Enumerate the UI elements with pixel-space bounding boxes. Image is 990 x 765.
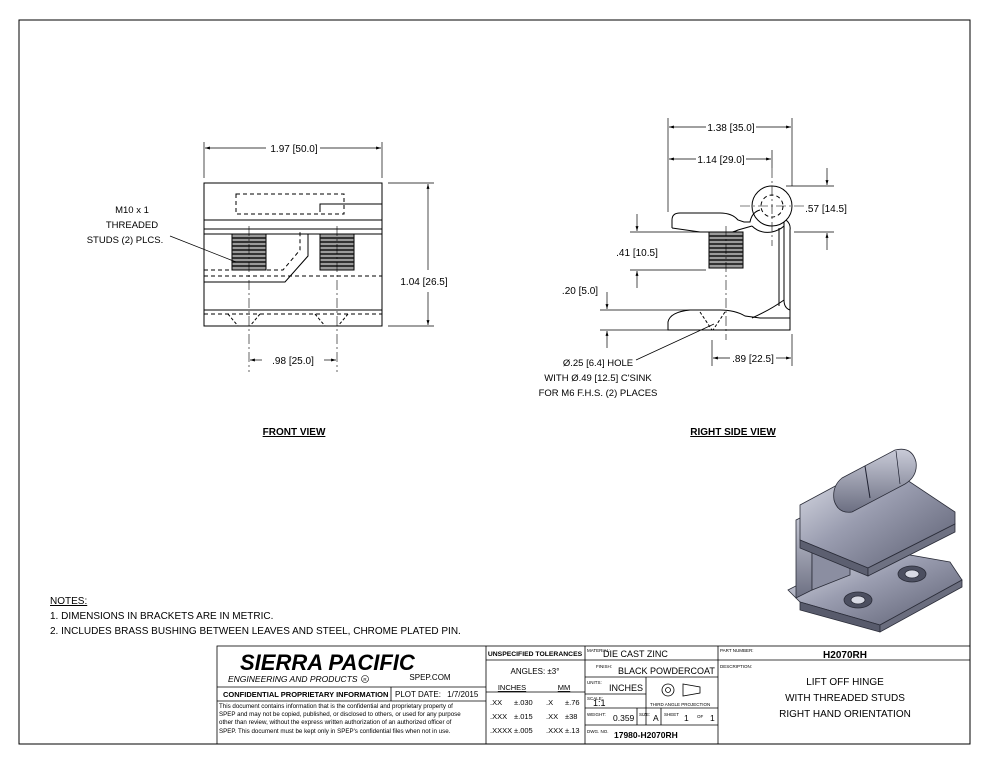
front-dim-stud-spacing: .98 [25.0]	[272, 356, 314, 367]
svg-text:.XXX: .XXX	[546, 726, 563, 735]
svg-text:PART NUMBER:: PART NUMBER:	[720, 648, 754, 653]
side-view	[667, 168, 806, 340]
svg-text:1: 1	[710, 713, 715, 723]
svg-text:1.14 [29.0]: 1.14 [29.0]	[697, 155, 745, 166]
svg-text:Ø.25 [6.4] HOLE: Ø.25 [6.4] HOLE	[563, 358, 633, 369]
svg-text:.XXX: .XXX	[490, 712, 507, 721]
svg-text:.X: .X	[546, 698, 553, 707]
svg-text:THIRD ANGLE PROJECTION: THIRD ANGLE PROJECTION	[650, 702, 710, 707]
side-view-label: RIGHT SIDE VIEW	[690, 427, 776, 438]
svg-text:UNITS:: UNITS:	[587, 680, 602, 685]
svg-text:1: 1	[684, 713, 689, 723]
svg-text:.57 [14.5]: .57 [14.5]	[805, 204, 847, 215]
svg-text:.XX: .XX	[546, 712, 558, 721]
svg-text:WEIGHT:: WEIGHT:	[587, 712, 606, 717]
side-dim-overall: 1.38 [35.0]	[707, 123, 755, 134]
company-logo: SIERRA PACIFIC	[240, 650, 416, 675]
svg-text:MATERIAL:: MATERIAL:	[587, 648, 610, 653]
tolerance-block: UNSPECIFIED TOLERANCES ANGLES: ±3° INCHE…	[488, 651, 583, 735]
svg-text:STUDS (2) PLCS.: STUDS (2) PLCS.	[87, 235, 164, 246]
drawing-number: 17980-H2070RH	[614, 730, 678, 740]
hole-callout: Ø.25 [6.4] HOLE WITH Ø.49 [12.5] C'SINK …	[539, 358, 658, 399]
svg-text:±.015: ±.015	[514, 712, 533, 721]
company-block: SIERRA PACIFIC ENGINEERING AND PRODUCTS …	[223, 650, 479, 699]
description-line-3: RIGHT HAND ORIENTATION	[779, 709, 911, 720]
front-view	[203, 182, 383, 372]
note-item: 1. DIMENSIONS IN BRACKETS ARE IN METRIC.	[50, 611, 274, 622]
side-dimensions	[600, 118, 834, 366]
title-block	[216, 645, 971, 745]
svg-text:SCALE:: SCALE:	[587, 696, 603, 701]
svg-text:1.04 [26.5]: 1.04 [26.5]	[400, 277, 448, 288]
svg-text:1.38 [35.0]: 1.38 [35.0]	[707, 123, 755, 134]
svg-text:.98 [25.0]: .98 [25.0]	[272, 356, 314, 367]
units-value: INCHES	[609, 683, 643, 693]
part-number: H2070RH	[823, 650, 867, 661]
svg-text:FINISH:: FINISH:	[596, 664, 612, 669]
front-view-label: FRONT VIEW	[263, 427, 326, 438]
svg-text:DESCRIPTION:: DESCRIPTION:	[720, 664, 752, 669]
svg-text:±38: ±38	[565, 712, 577, 721]
svg-text:R: R	[363, 677, 367, 682]
material-block: MATERIAL: DIE CAST ZINC FINISH: BLACK PO…	[587, 648, 715, 740]
svg-text:SHEET: SHEET	[664, 712, 679, 717]
company-subtitle: ENGINEERING AND PRODUCTS	[228, 674, 358, 684]
svg-text:.20 [5.0]: .20 [5.0]	[562, 286, 598, 297]
svg-text:UNSPECIFIED TOLERANCES: UNSPECIFIED TOLERANCES	[488, 651, 583, 658]
confidential-text: This document contains information that …	[219, 703, 461, 735]
svg-text:ANGLES: ±3°: ANGLES: ±3°	[511, 667, 560, 676]
company-website: SPEP.COM	[409, 673, 451, 682]
svg-text:MM: MM	[558, 683, 571, 692]
svg-text:SIZE:: SIZE:	[639, 712, 650, 717]
side-dim-pin: 1.14 [29.0]	[697, 155, 745, 166]
size-value: A	[653, 713, 659, 723]
svg-text:±.13: ±.13	[565, 726, 580, 735]
svg-text:.41 [10.5]: .41 [10.5]	[616, 248, 658, 259]
svg-text:.XX: .XX	[490, 698, 502, 707]
hinge-isometric-render	[787, 448, 963, 633]
weight-value: 0.359	[613, 713, 635, 723]
svg-text:1.97 [50.0]: 1.97 [50.0]	[270, 144, 318, 155]
front-dimensions	[169, 142, 434, 362]
svg-text:±.005: ±.005	[514, 726, 533, 735]
note-item: 2. INCLUDES BRASS BUSHING BETWEEN LEAVES…	[50, 626, 461, 637]
svg-text:THREADED: THREADED	[106, 220, 158, 231]
plot-date: PLOT DATE: 1/7/2015	[395, 690, 479, 699]
svg-text:.XXXX: .XXXX	[490, 726, 512, 735]
svg-text:±.76: ±.76	[565, 698, 580, 707]
svg-text:±.030: ±.030	[514, 698, 533, 707]
side-dim-hole: .89 [22.5]	[732, 354, 774, 365]
svg-text:FOR M6 F.H.S. (2) PLACES: FOR M6 F.H.S. (2) PLACES	[539, 388, 658, 399]
front-dim-width: 1.97 [50.0]	[270, 144, 318, 155]
part-block: PART NUMBER: H2070RH DESCRIPTION: LIFT O…	[720, 648, 911, 720]
description-line-2: WITH THREADED STUDS	[785, 693, 905, 704]
stud-callout: M10 x 1 THREADED STUDS (2) PLCS.	[87, 205, 164, 246]
material-value: DIE CAST ZINC	[603, 649, 668, 659]
finish-value: BLACK POWDERCOAT	[618, 666, 715, 676]
svg-text:DWG. NO.: DWG. NO.	[587, 729, 609, 734]
svg-text:WITH Ø.49 [12.5] C'SINK: WITH Ø.49 [12.5] C'SINK	[544, 373, 652, 384]
svg-text:.89 [22.5]: .89 [22.5]	[732, 354, 774, 365]
svg-text:OF: OF	[697, 714, 704, 719]
front-dim-height: 1.04 [26.5]	[400, 277, 448, 288]
side-dim-thickness: .20 [5.0]	[562, 286, 598, 297]
svg-text:M10 x 1: M10 x 1	[115, 205, 149, 216]
confidential-header: CONFIDENTIAL PROPRIETARY INFORMATION	[223, 690, 388, 699]
notes-title: NOTES:	[50, 596, 88, 607]
scale-value: 1:1	[593, 698, 606, 708]
side-dim-stud: .41 [10.5]	[616, 248, 658, 259]
svg-text:INCHES: INCHES	[498, 683, 526, 692]
side-dim-pin-height: .57 [14.5]	[805, 204, 847, 215]
description-line-1: LIFT OFF HINGE	[806, 677, 884, 688]
